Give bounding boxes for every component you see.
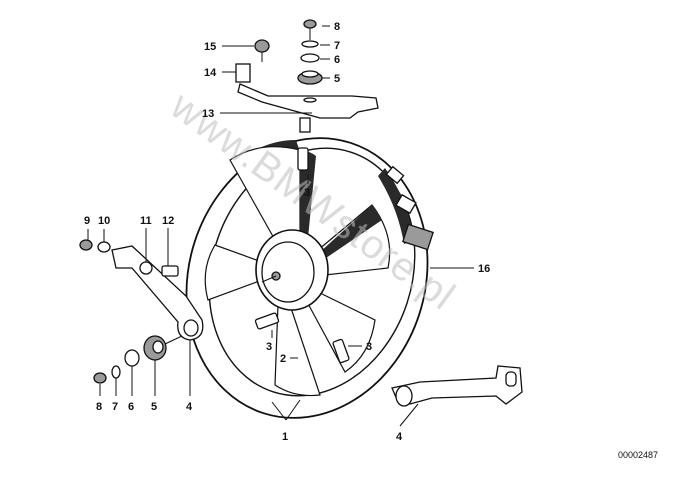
- callout-10: 10: [98, 215, 110, 227]
- bolt-12: [161, 265, 179, 277]
- callout-1: 1: [282, 431, 288, 443]
- fan-wheel: [204, 146, 391, 397]
- washer-6-top: [300, 53, 320, 63]
- callout-8-top: 8: [334, 21, 340, 33]
- washer-10: [97, 241, 111, 253]
- callout-15: 15: [204, 41, 216, 53]
- callout-4-left: 4: [186, 401, 193, 413]
- callout-labels: 8 7 6 5 15 14 13 3 9 10 11 12 16 3 2 3 8…: [84, 21, 490, 443]
- washer-11: [139, 261, 153, 275]
- callout-6-left: 6: [128, 401, 134, 413]
- document-id: 00002487: [618, 450, 658, 460]
- screw-15: [254, 39, 270, 53]
- callout-12: 12: [162, 215, 174, 227]
- right-bracket-assembly: [391, 365, 523, 407]
- clip-14: [235, 63, 251, 83]
- callout-3-left: 3: [266, 341, 272, 353]
- callout-5-top: 5: [334, 73, 340, 85]
- left-bracket-assembly: [79, 239, 204, 341]
- inner-screws: [254, 147, 350, 364]
- blade-bottom: [274, 303, 321, 397]
- nut-9: [79, 239, 93, 251]
- callout-7-left: 7: [112, 401, 118, 413]
- callout-7-top: 7: [334, 40, 340, 52]
- blade-bottom-right: [305, 291, 376, 373]
- leader-lines: [87, 25, 474, 427]
- screw-3-top: [297, 147, 309, 171]
- screw-3-right: [332, 338, 350, 364]
- callout-3-top: 3: [304, 187, 310, 199]
- callout-5-left: 5: [151, 401, 157, 413]
- left-mount-stack: [93, 335, 183, 384]
- callout-4-right: 4: [396, 431, 403, 443]
- callout-6-top: 6: [334, 54, 340, 66]
- callout-11: 11: [140, 215, 152, 227]
- washer-7-top: [301, 40, 319, 48]
- washer-6-left: [124, 349, 140, 367]
- top-mount-stack: [297, 19, 323, 103]
- callout-16: 16: [478, 263, 490, 275]
- callout-14: 14: [204, 67, 217, 79]
- blade-left: [204, 244, 263, 301]
- nut-8-left: [93, 372, 107, 384]
- nut-8-top: [303, 19, 317, 29]
- callout-9: 9: [84, 215, 90, 227]
- washer-7-left: [111, 365, 121, 379]
- callout-2: 2: [280, 353, 286, 365]
- callout-13: 13: [202, 108, 214, 120]
- screw-3-left: [254, 312, 280, 330]
- callout-8-left: 8: [96, 401, 102, 413]
- callout-3-right: 3: [366, 341, 372, 353]
